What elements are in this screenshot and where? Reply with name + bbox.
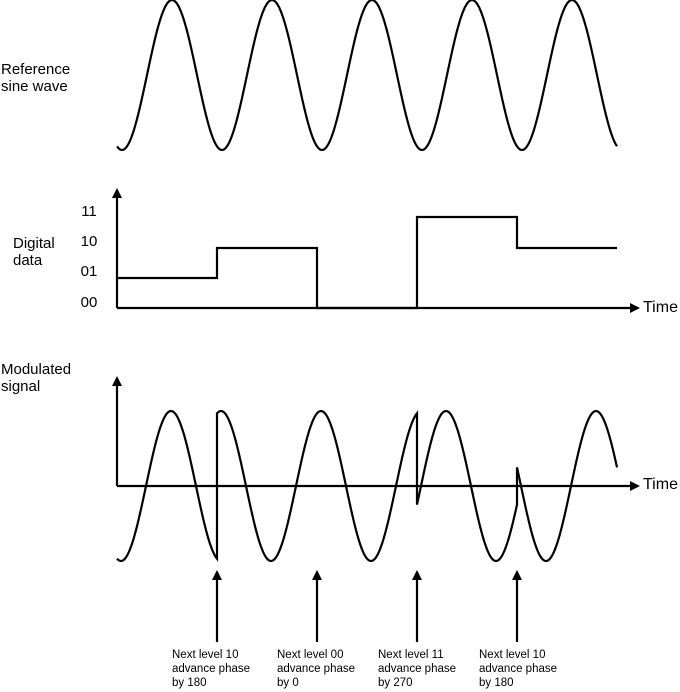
annotation-3-line-1: Next level 11	[378, 649, 444, 661]
annotation-4: Next level 10 advance phase by 180	[479, 648, 579, 690]
modulated-label-line-2: signal	[1, 378, 41, 395]
modulated-label-line-1: Modulated	[1, 361, 72, 378]
annotation-4-line-3: by 180	[479, 677, 514, 689]
tick-label-01: 01	[80, 263, 98, 280]
annotation-3-line-3: by 270	[378, 677, 413, 689]
digital-label: Digital data	[13, 235, 55, 269]
tick-label-00: 00	[80, 294, 98, 311]
reference-label: Reference sine wave	[1, 61, 70, 95]
annotation-1-line-1: Next level 10	[172, 649, 239, 661]
annotation-2-line-3: by 0	[277, 677, 299, 689]
reference-sine-wave	[116, 0, 618, 152]
transition-arrows	[212, 570, 522, 642]
annotation-3: Next level 11 advance phase by 270	[378, 648, 478, 690]
modulated-label: Modulated signal	[1, 361, 71, 395]
annotation-4-line-2: advance phase	[479, 663, 558, 675]
tick-label-10: 10	[80, 233, 98, 250]
annotation-1: Next level 10 advance phase by 180	[172, 648, 272, 690]
annotation-2-line-2: advance phase	[277, 663, 356, 675]
annotation-2: Next level 00 advance phase by 0	[277, 648, 377, 690]
reference-label-line-2: sine wave	[1, 78, 68, 95]
reference-label-line-1: Reference	[1, 61, 71, 78]
annotation-3-line-2: advance phase	[378, 663, 457, 675]
annotation-4-line-1: Next level 10	[479, 649, 546, 661]
annotation-1-line-3: by 180	[172, 677, 207, 689]
annotation-2-line-1: Next level 00	[277, 649, 344, 661]
tick-label-11: 11	[81, 203, 97, 220]
modulated-time-label: Time	[643, 476, 678, 493]
annotation-1-line-2: advance phase	[172, 663, 251, 675]
modulated-signal-wave	[116, 409, 619, 563]
digital-data-trace	[117, 215, 617, 310]
digital-label-line-1: Digital	[13, 235, 55, 252]
digital-label-line-2: data	[13, 252, 43, 269]
digital-time-label: Time	[643, 299, 678, 316]
